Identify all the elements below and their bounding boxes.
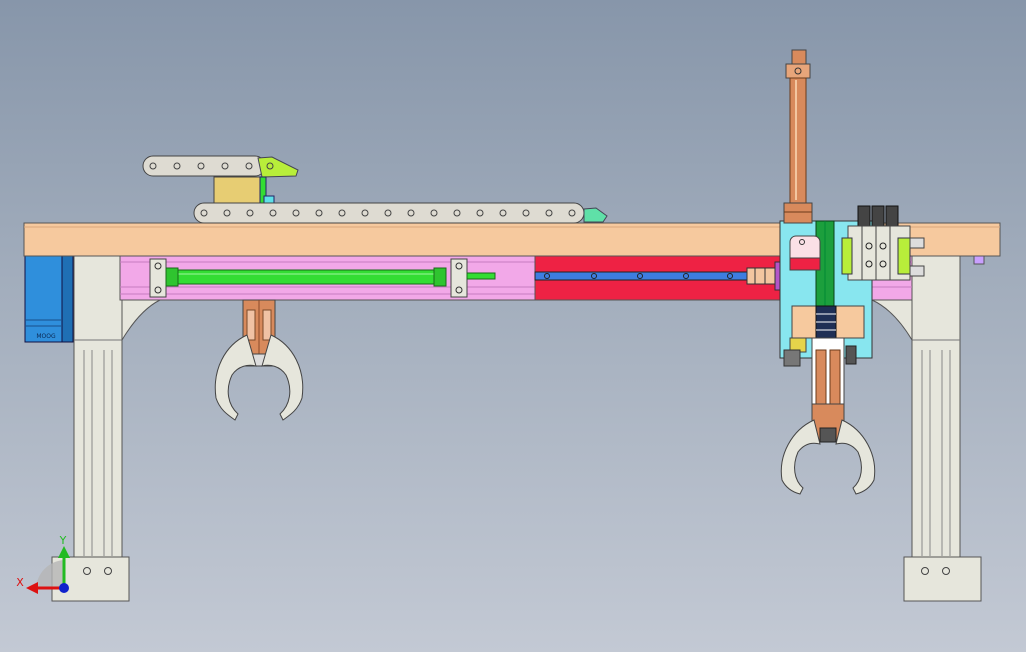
motor-label: MOOG	[36, 333, 56, 340]
servo-motor[interactable]: MOOG	[24, 255, 74, 343]
right-gripper[interactable]	[780, 337, 876, 495]
vertical-cylinder[interactable]	[783, 49, 813, 224]
left-gripper[interactable]	[214, 299, 304, 421]
right-leg[interactable]	[871, 254, 982, 602]
x-axis-arrow	[26, 582, 38, 594]
y-axis-label: Y	[59, 534, 67, 547]
y-axis-arrow	[58, 546, 70, 558]
cable-chain[interactable]	[142, 155, 608, 224]
pneumatic-cylinder[interactable]	[149, 258, 496, 298]
x-axis-label: X	[16, 576, 24, 589]
valve-bank[interactable]	[841, 205, 925, 281]
z-axis-dot	[59, 583, 69, 593]
coordinate-triad: X Y	[16, 534, 70, 594]
